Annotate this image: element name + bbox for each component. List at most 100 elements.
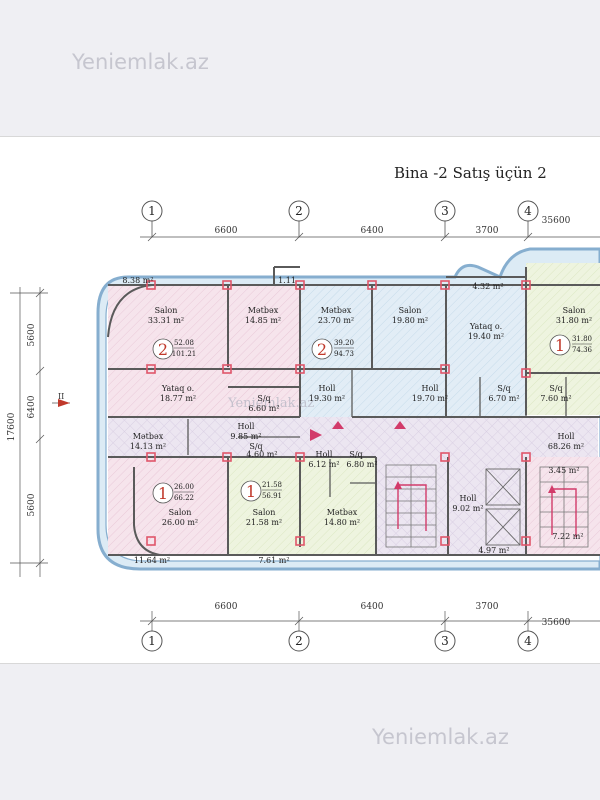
apartment-area-2b: 94.73	[334, 350, 354, 358]
room-name-yataq-2: Yataq o.	[161, 384, 194, 393]
apartment-badge-1: 2 52.08 101.21	[152, 338, 197, 360]
axis-markers-top	[141, 200, 539, 237]
dimension-line-top	[140, 232, 600, 242]
dim-left-17600: 17600	[7, 412, 17, 441]
room-name-salon-3: Salon	[563, 306, 586, 315]
room-area-salon-5: 21.58 m²	[246, 518, 282, 527]
room-name-metbex-2: Mətbəx	[321, 306, 352, 315]
staircase-right	[539, 466, 589, 548]
dim-left-5600-bottom: 5600	[27, 493, 37, 516]
room-area-sq-2: 6.70 m²	[488, 394, 519, 403]
room-area-stair-right: 3.45 m²	[548, 466, 579, 475]
room-name-holl-6: Holl	[460, 494, 477, 503]
dim-top-3700: 3700	[476, 226, 499, 236]
axis-label-2: 2	[295, 204, 303, 218]
apartment-rooms-3: 1	[555, 336, 565, 355]
room-area-holl-2: 19.70 m²	[412, 394, 448, 403]
dim-top-35600: 35600	[542, 216, 571, 226]
dim-top-6400: 6400	[361, 226, 384, 236]
room-name-sq-4: S/q	[249, 442, 262, 451]
overlay-watermark: Yeniemlak.az	[227, 396, 314, 411]
structural-columns	[146, 280, 531, 546]
axis-label-bottom-3: 3	[441, 634, 449, 648]
section-marker	[52, 399, 70, 407]
axis-markers-bottom	[141, 630, 539, 652]
room-name-sq-5: S/q	[349, 450, 362, 459]
dim-bottom-6400: 6400	[361, 602, 384, 612]
room-name-yataq-1: Yataq o.	[469, 322, 502, 331]
dimension-line-left	[10, 287, 48, 577]
axis-label-4: 4	[524, 204, 532, 218]
room-area-holl-1: 19.30 m²	[309, 394, 345, 403]
room-area-metbex-2: 23.70 m²	[318, 316, 354, 325]
apartment-area-4b: 66.22	[174, 494, 194, 502]
room-area-metbex-1: 14.85 m²	[245, 316, 281, 325]
room-area-salon-4: 26.00 m²	[162, 518, 198, 527]
room-name-holl-2: Holl	[422, 384, 439, 393]
dim-bottom-6600: 6600	[215, 602, 238, 612]
room-area-yataq-2: 18.77 m²	[160, 394, 196, 403]
room-name-salon-2: Salon	[399, 306, 422, 315]
room-name-metbex-1: Mətbəx	[248, 306, 279, 315]
room-area-salon-1: 33.31 m²	[148, 316, 184, 325]
apartment-area-2a: 39.20	[334, 339, 354, 347]
apartment-badge-4: 1 26.00 66.22	[152, 482, 194, 504]
apartment-area-1a: 52.08	[174, 339, 194, 347]
room-area-balcony-bottom-left: 11.64 m²	[134, 556, 170, 565]
room-area-landing: 4.97 m²	[478, 546, 509, 555]
watermark-bottom: Yeniemlak.az	[372, 725, 509, 749]
apartment-2-center-fill	[300, 285, 526, 417]
room-area-sq-1: 6.60 m²	[248, 404, 279, 413]
elevator-shafts	[485, 468, 521, 546]
section-mark-label: II	[58, 392, 64, 401]
room-name-holl-4: Holl	[316, 450, 333, 459]
stair-core-fill	[376, 457, 526, 555]
room-area-yataq-1: 19.40 m²	[468, 332, 504, 341]
axis-3-circle	[434, 200, 456, 222]
room-name-holl-5: Holl	[558, 432, 575, 441]
walls	[107, 266, 600, 556]
apartment-1-bottom-left-fill	[108, 457, 228, 555]
room-name-sq-1: S/q	[257, 394, 270, 403]
apartment-area-5b: 56.91	[262, 492, 282, 500]
apartment-area-4a: 26.00	[174, 483, 194, 491]
apartment-rooms-4: 1	[158, 484, 168, 503]
apartment-area-3a: 31.80	[572, 335, 592, 343]
room-area-balcony-top-left: 8.38 m²	[122, 276, 153, 285]
dim-left-6400: 6400	[27, 395, 37, 418]
apartment-rooms-2: 2	[317, 340, 327, 359]
room-area-holl-3: 9.85 m²	[230, 432, 261, 441]
room-area-holl-5: 68.26 m²	[548, 442, 584, 451]
room-area-sq-4: 4.60 m²	[246, 450, 277, 459]
apartment-1-bottom-center-fill	[228, 457, 376, 555]
dimension-line-bottom	[140, 611, 600, 631]
room-name-metbex-4: Mətbəx	[327, 508, 358, 517]
stair-arrow-left	[394, 481, 427, 531]
room-area-salon-3: 31.80 m²	[556, 316, 592, 325]
axis-label-1: 1	[148, 204, 156, 218]
apartment-rooms-5: 1	[246, 482, 256, 501]
room-name-metbex-3: Mətbəx	[133, 432, 164, 441]
axis-4-circle	[517, 200, 539, 222]
apartment-badge-5: 1 21.58 56.91	[240, 480, 282, 502]
room-area-metbex-4: 14.80 m²	[324, 518, 360, 527]
corridor-fill	[108, 417, 598, 457]
apartment-2-left-fill	[108, 285, 300, 417]
apartment-badge-2: 2 39.20 94.73	[311, 338, 354, 360]
room-name-salon-5: Salon	[253, 508, 276, 517]
axis-label-bottom-1: 1	[148, 634, 156, 648]
apartment-area-5a: 21.58	[262, 481, 282, 489]
apartment-area-1b: 101.21	[172, 350, 197, 358]
room-area-salon-2: 19.80 m²	[392, 316, 428, 325]
staircase-left	[385, 464, 437, 548]
room-name-salon-1: Salon	[155, 306, 178, 315]
room-area-sq-3: 7.60 m²	[540, 394, 571, 403]
floor-plan-drawing: 1 2 3 4 6600 6400 3700 35600	[7, 200, 600, 652]
room-area-balcony-top-right: 4.32 m²	[472, 282, 503, 291]
room-area-balcony-bottom-center: 7.61 m²	[258, 556, 289, 565]
stair-arrow-right	[548, 485, 577, 537]
partitions	[187, 369, 567, 497]
plan-title: Bina -2 Satış üçün 2	[394, 164, 547, 182]
axis-label-bottom-4: 4	[524, 634, 532, 648]
dim-bottom-3700: 3700	[476, 602, 499, 612]
